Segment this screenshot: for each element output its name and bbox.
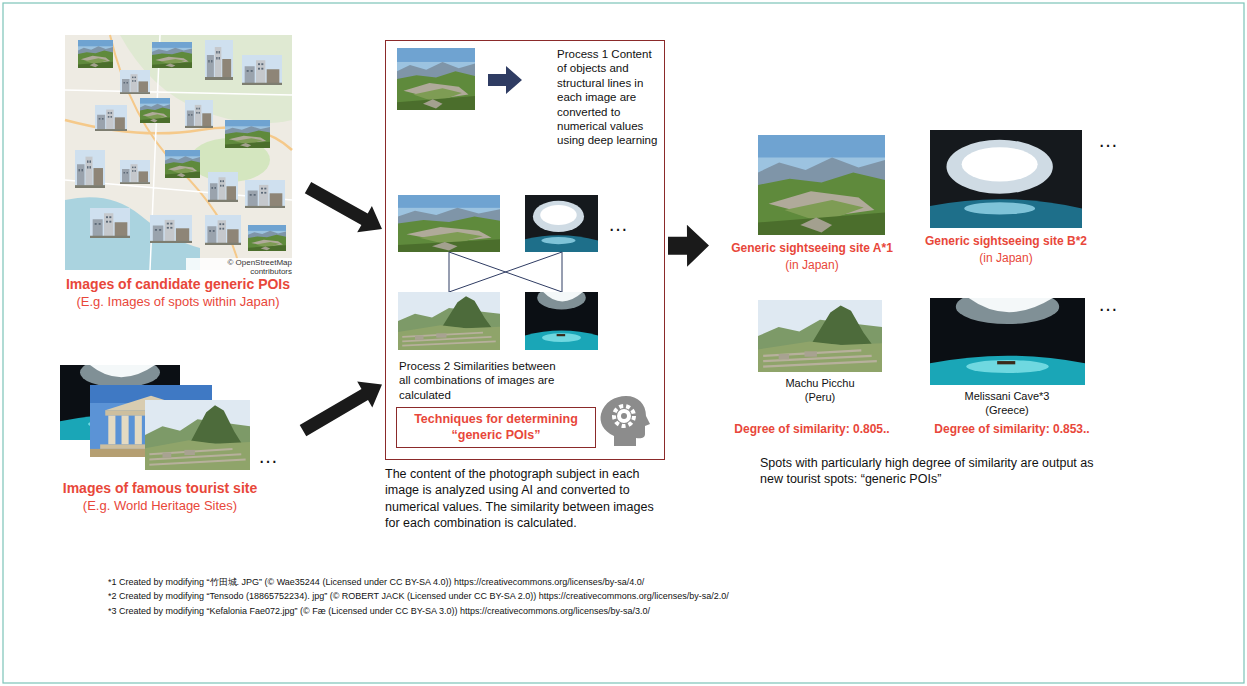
art-detail	[65, 197, 200, 270]
art-detail	[398, 195, 500, 252]
art-detail	[617, 409, 631, 423]
outer-frame	[3, 3, 1244, 683]
site-country: (in Japan)	[979, 251, 1032, 265]
art-detail	[75, 150, 105, 188]
art-detail	[245, 180, 285, 208]
process-arrow	[488, 66, 522, 94]
process-description: The content of the photograph subject in…	[385, 466, 667, 531]
group-subcaption: (E.g. World Heritage Sites)	[83, 498, 237, 513]
art-detail	[208, 172, 238, 202]
footnote: *1 Created by modifying “竹田城. JPG” (© Wa…	[108, 576, 644, 589]
map-credit: © OpenStreetMap contributors	[186, 258, 294, 276]
ellipsis: …	[1098, 130, 1118, 150]
ai-head-icon	[601, 396, 650, 446]
art-detail	[140, 98, 170, 123]
art-detail	[930, 130, 1082, 228]
art-detail	[165, 150, 200, 178]
site-country: (Peru)	[805, 391, 836, 403]
art-detail	[525, 286, 598, 350]
art-detail	[930, 289, 1085, 385]
site-title: Generic sightseeing site B*2	[925, 234, 1087, 248]
art-detail	[225, 120, 270, 148]
process-box: Process 1 Content of objects and structu…	[385, 40, 665, 460]
flow-arrow	[300, 382, 382, 437]
flow-arrow	[305, 182, 382, 232]
art-detail	[758, 300, 882, 372]
art-detail	[397, 48, 475, 110]
group-caption: Images of famous tourist site	[63, 480, 257, 496]
art-detail	[150, 215, 192, 243]
art-detail	[242, 55, 282, 85]
site-country: (Greece)	[985, 404, 1028, 416]
site-title: Generic sightseeing site A*1	[731, 241, 893, 255]
ellipsis: …	[258, 446, 278, 466]
art-detail	[65, 35, 292, 270]
art-detail	[758, 135, 885, 235]
art-detail	[152, 42, 192, 68]
site-title: Melissani Cave*3	[965, 390, 1050, 402]
art-detail	[205, 215, 241, 245]
process-text: Process 2 Similarities between all combi…	[399, 359, 564, 402]
ellipsis: …	[1098, 294, 1118, 314]
process-text: Process 1 Content of objects and structu…	[557, 47, 661, 148]
photo-stack-group: …Images of famous tourist site (E.g. Worl…	[55, 365, 300, 525]
art-detail	[65, 35, 292, 270]
world-heritage-photos	[60, 358, 250, 471]
art-detail	[614, 406, 634, 426]
art-detail	[621, 413, 627, 419]
art-detail	[120, 70, 150, 94]
art-detail	[205, 40, 233, 80]
art-detail	[398, 292, 500, 350]
art-detail	[78, 40, 113, 68]
art-detail	[95, 105, 127, 131]
art-detail	[90, 208, 130, 238]
art-detail	[120, 160, 150, 184]
technique-title: Techniques for determining “generic POIs…	[403, 412, 589, 443]
art-detail	[185, 100, 213, 128]
map-illustration	[65, 35, 292, 270]
site-title: Machu Picchu	[785, 377, 854, 389]
result-photos	[758, 130, 1085, 385]
footnote: *3 Created by modifying “Kefalonia Fae07…	[108, 606, 650, 616]
footnote: *2 Created by modifying “Tensodo (188657…	[108, 591, 729, 601]
flow-arrow	[668, 225, 709, 267]
map-image-group: © OpenStreetMap contributorsImages of ca…	[60, 32, 305, 315]
group-subcaption: (E.g. Images of spots within Japan)	[76, 294, 279, 309]
art-detail	[449, 252, 562, 292]
result-group: Generic sightseeing site A*1 (in Japan) Ge…	[712, 128, 1215, 520]
art-detail	[248, 225, 286, 251]
art-detail	[525, 195, 598, 252]
similarity-score: Degree of similarity: 0.805..	[734, 422, 889, 436]
similarity-score: Degree of similarity: 0.853..	[934, 422, 1089, 436]
ellipsis: …	[608, 214, 628, 234]
technique-box: Techniques for determining “generic POIs…	[396, 407, 596, 448]
pairing-lines	[449, 252, 562, 292]
site-country: (in Japan)	[785, 258, 838, 272]
result-note: Spots with particularly high degree of s…	[760, 455, 1110, 488]
group-caption: Images of candidate generic POIs	[66, 276, 290, 292]
art-detail	[601, 396, 650, 446]
art-detail	[145, 400, 250, 470]
